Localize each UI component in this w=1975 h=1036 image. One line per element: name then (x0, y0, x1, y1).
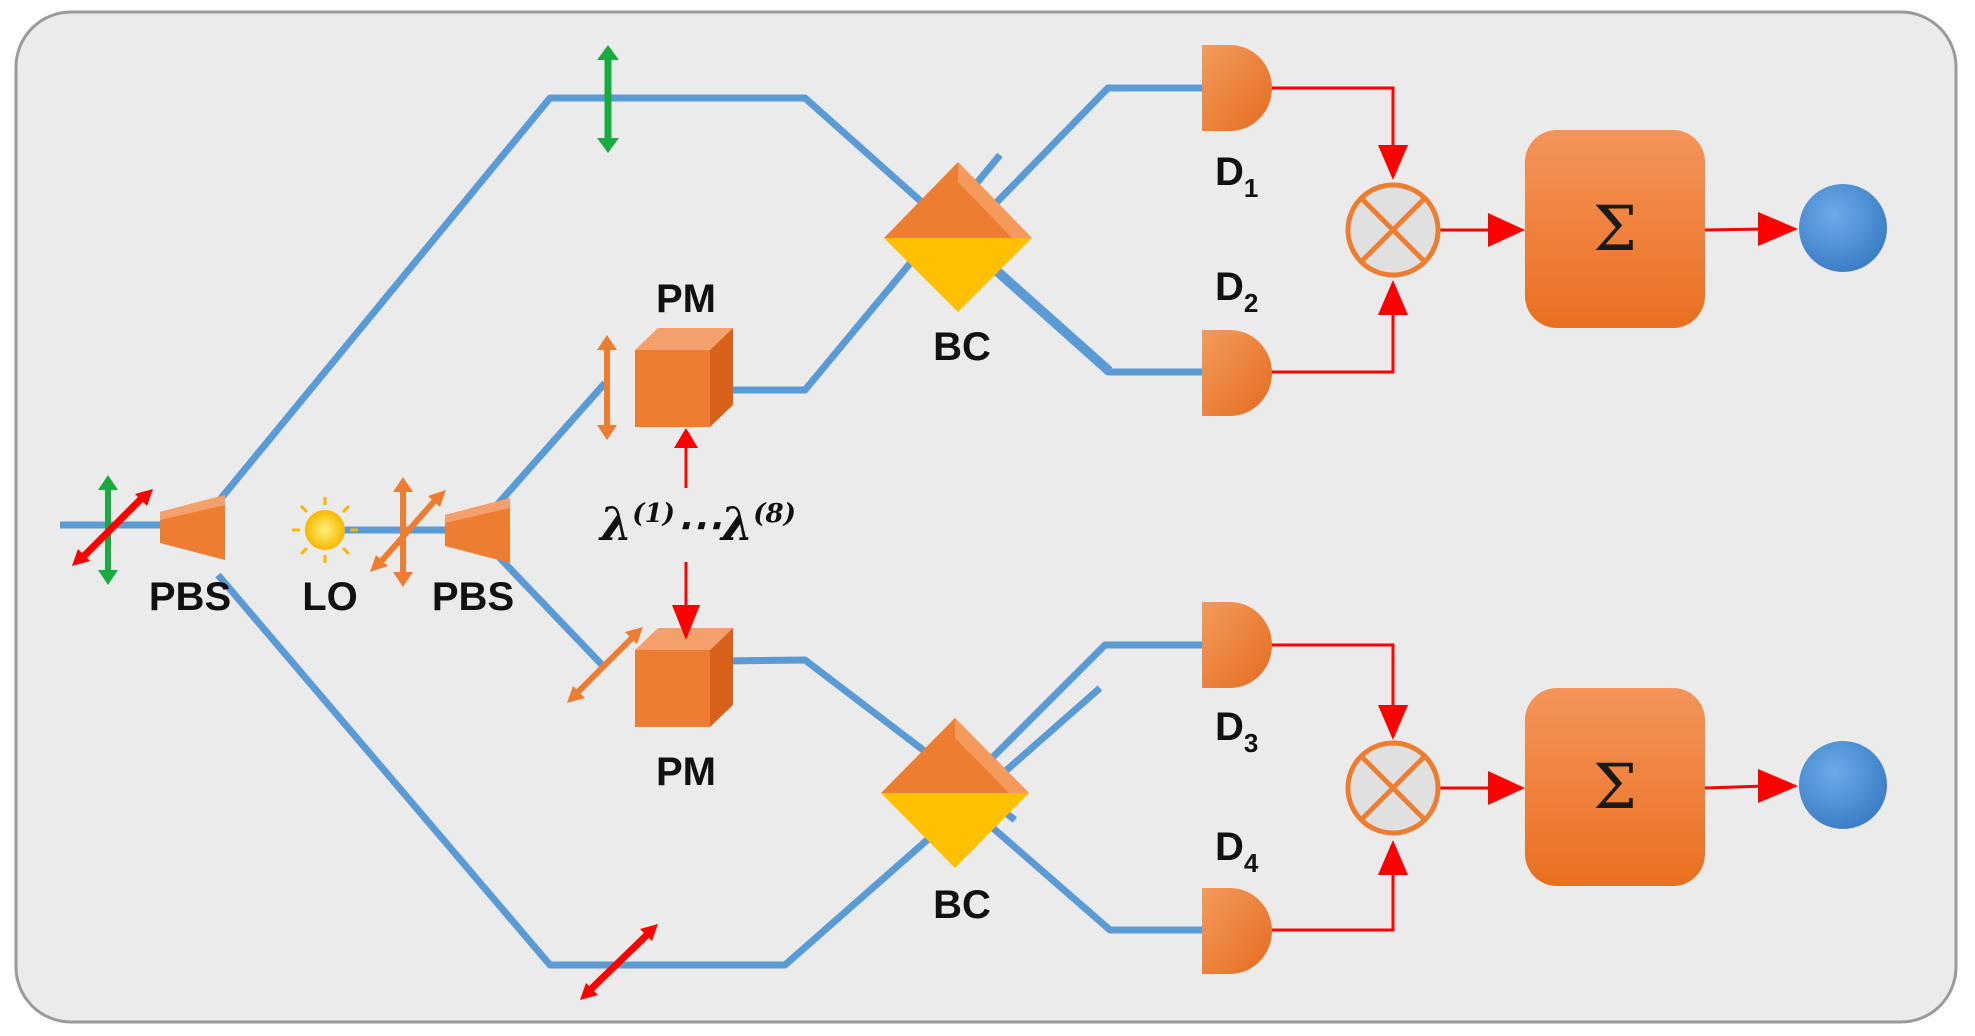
optical-beams (60, 84, 1205, 969)
d4-label: D4 (1215, 825, 1259, 878)
d2-label: D2 (1215, 265, 1258, 318)
beam-bc-bottom-to-d4 (952, 792, 1205, 934)
lambda-end: λ (719, 497, 753, 551)
wire-d2-mixer-top (1272, 295, 1395, 374)
output-top-circle (1799, 184, 1887, 272)
detector-d1 (1202, 45, 1272, 131)
pbs-right (445, 498, 510, 563)
pm-bottom-polarization (567, 627, 643, 703)
beam-bc-bottom-to-d3 (952, 641, 1205, 798)
detector-d4 (1202, 888, 1272, 974)
sum-block-bottom: Σ (1525, 688, 1705, 886)
pm-top-cube (635, 328, 733, 427)
lambda-start: λ (598, 497, 632, 551)
d3-label: D3 (1215, 705, 1258, 758)
pbs-right-label: PBS (432, 575, 514, 619)
pm-top-label: PM (656, 277, 716, 321)
lo-label: LO (302, 575, 358, 619)
wire-d3-mixer-bottom (1272, 643, 1395, 725)
lambda-dots: ⋯ (675, 497, 721, 551)
d1-label: D1 (1215, 150, 1258, 203)
bc-bottom (881, 718, 1029, 868)
lambda-end-sup: (8) (753, 499, 796, 529)
beam-bc-top-to-d1 (957, 84, 1205, 243)
sun-icon (292, 497, 358, 563)
wire-d1-mixer-top (1272, 86, 1395, 165)
beam-bc-top-to-d2 (957, 237, 1205, 376)
bottom-arm-polarizer (580, 924, 658, 1000)
sum-top-symbol: Σ (1593, 192, 1637, 265)
bc-bottom-label: BC (933, 883, 991, 927)
output-bottom-circle (1799, 741, 1887, 829)
lambda-arrow-up-head (674, 428, 698, 448)
beam-pbs-to-pm-bottom (494, 552, 608, 671)
pm-bottom-label: PM (656, 750, 716, 794)
wire-d4-mixer-bottom (1272, 855, 1395, 932)
bc-top (884, 162, 1032, 312)
sum-bottom-symbol: Σ (1593, 750, 1637, 823)
electrical-lines (1272, 86, 1766, 932)
pbs-left (160, 495, 225, 560)
detector-d3 (1202, 602, 1272, 688)
wire-sum-bottom-out (1704, 784, 1766, 790)
lambda-arrow-down-head (672, 605, 700, 640)
pbs-left-label: PBS (149, 575, 231, 619)
wire-sum-top-out (1704, 227, 1766, 232)
electrical-arrowheads (1378, 145, 1798, 875)
top-arm-polarizer (597, 45, 619, 153)
sum-block-top: Σ (1525, 130, 1705, 328)
pm-bottom-cube (635, 628, 733, 727)
circle-cross-icon (1345, 740, 1441, 836)
circle-cross-icon (1345, 182, 1441, 278)
background-panel (14, 10, 1958, 1024)
lo-polarization (370, 477, 446, 587)
lambda-label: λ(1)⋯λ(8) (598, 497, 796, 551)
input-polarization (72, 475, 153, 585)
lambda-start-sup: (1) (632, 499, 675, 529)
beam-pbs-to-pm-top (494, 380, 608, 508)
pm-top-polarization (597, 335, 617, 440)
detector-d2 (1202, 330, 1272, 416)
bc-top-label: BC (933, 325, 991, 369)
